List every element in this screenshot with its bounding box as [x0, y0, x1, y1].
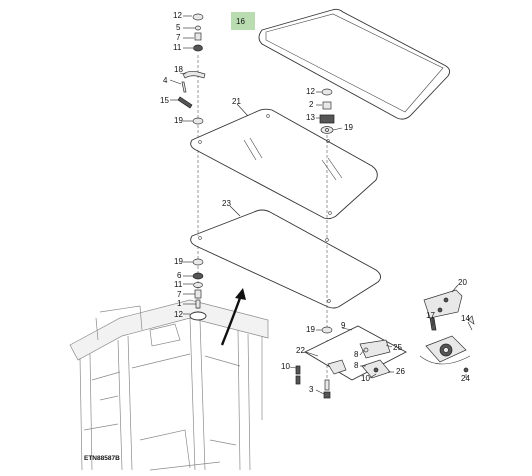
callout-12a: 12: [173, 11, 182, 20]
callout-13: 13: [306, 113, 315, 122]
callout-3: 3: [309, 385, 314, 394]
callout-6: 6: [177, 271, 182, 280]
hardware-stack-left-bottom: [189, 258, 207, 321]
callout-25: 25: [393, 343, 402, 352]
callout-17: 17: [426, 311, 435, 320]
callout-1: 1: [177, 299, 182, 308]
callout-24: 24: [461, 374, 470, 383]
callout-21: 21: [232, 97, 241, 106]
callout-4: 4: [163, 76, 168, 85]
seal-part-16: [258, 8, 451, 120]
reference-code: ETN88587B: [84, 455, 120, 462]
callout-19b: 19: [344, 123, 353, 132]
callout-2: 2: [309, 100, 314, 109]
bracket-part-20: [423, 289, 475, 331]
hardware-right-lower: [295, 325, 407, 399]
callout-8b: 8: [354, 361, 359, 370]
callout-16: 16: [236, 17, 245, 26]
callout-26: 26: [396, 367, 405, 376]
callout-19a: 19: [174, 116, 183, 125]
install-direction-arrow: [220, 297, 242, 346]
callout-10b: 10: [361, 374, 370, 383]
callout-11a: 11: [173, 43, 182, 52]
callout-8a: 8: [354, 350, 359, 359]
cab-frame-drawing: [69, 299, 269, 471]
callout-22: 22: [296, 346, 305, 355]
latch-part-24: [419, 335, 471, 373]
callout-19d: 19: [306, 325, 315, 334]
callout-11b: 11: [174, 280, 183, 289]
callout-15: 15: [160, 96, 169, 105]
arrow-head: [235, 288, 246, 300]
highlight-box: [231, 12, 255, 30]
glass-panel-21: [190, 108, 378, 220]
hardware-stack-left-top: [177, 13, 206, 125]
callout-14: 14: [461, 314, 470, 323]
callout-7b: 7: [177, 290, 182, 299]
callout-12c: 12: [174, 310, 183, 319]
callout-5: 5: [176, 23, 181, 32]
callout-10a: 10: [281, 362, 290, 371]
callout-20: 20: [458, 278, 467, 287]
callout-7a: 7: [176, 33, 181, 42]
callout-23: 23: [222, 199, 231, 208]
hardware-stack-right-top: [319, 88, 335, 134]
glass-panel-23: [190, 209, 381, 309]
callout-18: 18: [174, 65, 183, 74]
callout-12b: 12: [306, 87, 315, 96]
leader-lines: [169, 15, 473, 395]
callout-19c: 19: [174, 257, 183, 266]
callout-9: 9: [341, 321, 346, 330]
